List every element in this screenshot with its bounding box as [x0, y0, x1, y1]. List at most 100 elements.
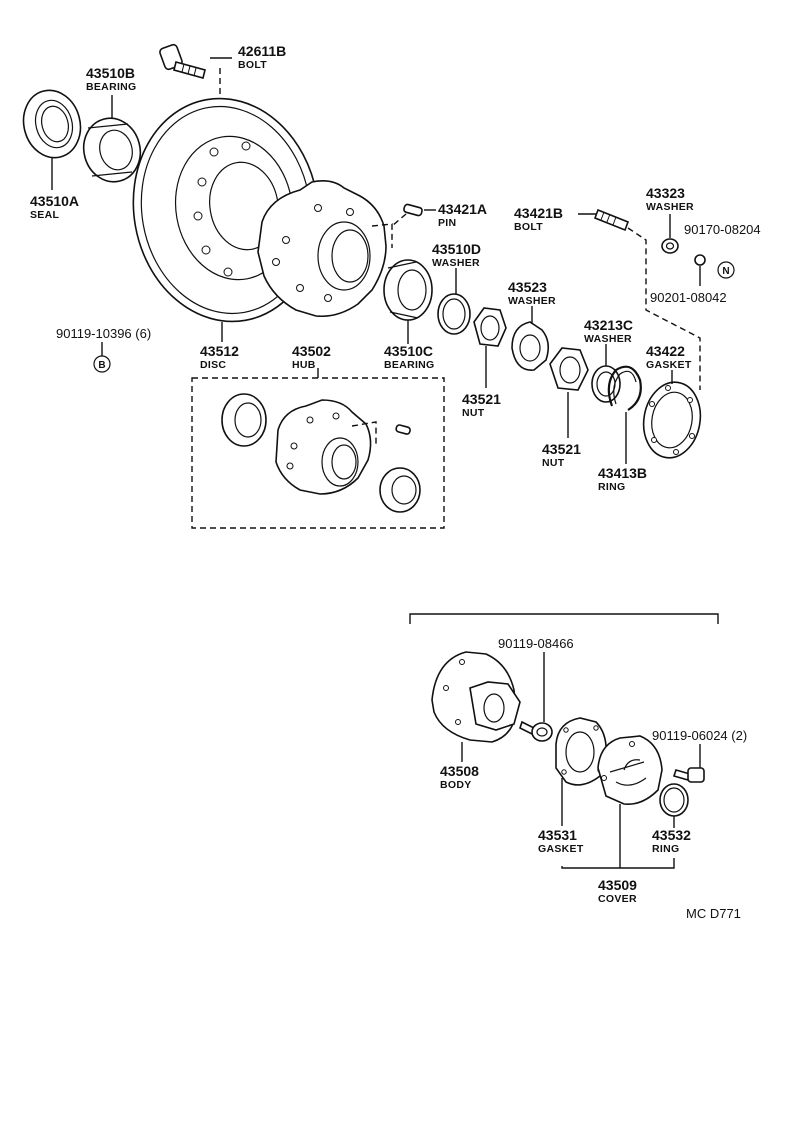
- part-number: 43532: [652, 827, 691, 843]
- part-name: BEARING: [86, 81, 137, 93]
- part-number: 90119-06024 (2): [652, 728, 747, 743]
- ring-43532-drawing: [659, 783, 689, 817]
- part-number: 43421A: [438, 201, 487, 217]
- part-number: 43323: [646, 185, 685, 201]
- part-number: 43510A: [30, 193, 79, 209]
- pin-43421a-drawing: [403, 203, 423, 217]
- label-ring-43532: 43532 RING: [652, 827, 691, 855]
- label-part-90201-08042: 90201-08042: [650, 290, 727, 305]
- part-name: DISC: [200, 359, 226, 371]
- bearing-43510c-drawing: [383, 259, 433, 321]
- part-number: 43413B: [598, 465, 647, 481]
- label-pin-43421a: 43421A PIN: [438, 201, 487, 229]
- part-number: 90119-08466: [498, 636, 574, 651]
- label-bearing-43510b: 43510B BEARING: [86, 65, 137, 93]
- part-number: 43510B: [86, 65, 135, 81]
- part-name: BEARING: [384, 359, 435, 371]
- washer-43323-drawing: [661, 238, 679, 254]
- part-number: 90201-08042: [650, 290, 727, 305]
- ring-43413b-drawing: [607, 365, 642, 411]
- part-number: 43521: [462, 391, 501, 407]
- part-number: 43531: [538, 827, 577, 843]
- part-number: 90119-10396 (6): [56, 326, 151, 341]
- hub-flange-drawing: [257, 180, 387, 318]
- part-name: NUT: [542, 457, 565, 469]
- part-number: 43512: [200, 343, 239, 359]
- label-seal-43510a: 43510A SEAL: [30, 193, 79, 221]
- part-name: WASHER: [646, 201, 694, 213]
- symbol-n: N: [717, 261, 735, 279]
- bolt-90119-08466-drawing: [519, 720, 553, 742]
- label-gasket-43531: 43531 GASKET: [538, 827, 584, 855]
- part-name: RING: [652, 843, 679, 855]
- part-name: WASHER: [432, 257, 480, 269]
- washer-43523-drawing: [511, 321, 550, 371]
- gasket-43422-drawing: [642, 381, 702, 459]
- part-number: 43509: [598, 877, 637, 893]
- label-cover-43509: 43509 COVER: [598, 877, 637, 905]
- label-bearing-43510c: 43510C BEARING: [384, 343, 435, 371]
- part-number: 43422: [646, 343, 685, 359]
- bolt-43421b-drawing: [593, 208, 630, 232]
- label-part-90119-06024: 90119-06024 (2): [652, 728, 747, 743]
- part-number: 43510C: [384, 343, 433, 359]
- part-name: BOLT: [238, 59, 267, 71]
- diagram-code: MC D771: [686, 906, 741, 921]
- symbol-b-label: B: [98, 360, 105, 371]
- cover-bracket: [561, 858, 675, 869]
- part-name: RING: [598, 481, 625, 493]
- cover-43509-drawing: [597, 735, 663, 806]
- label-nut-43521-a: 43521 NUT: [462, 391, 501, 419]
- part-name: GASKET: [646, 359, 692, 371]
- part-name: HUB: [292, 359, 316, 371]
- part-name: SEAL: [30, 209, 59, 221]
- part-name: PIN: [438, 217, 456, 229]
- bolt-42611b-drawing: [159, 43, 206, 79]
- nut-43521-b-drawing: [549, 347, 589, 391]
- label-body-43508: 43508 BODY: [440, 763, 479, 791]
- hub-43502-contents: [221, 393, 421, 513]
- label-part-90119-08466: 90119-08466: [498, 636, 574, 651]
- part-name: NUT: [462, 407, 485, 419]
- part-90201-08042-drawing: [694, 254, 706, 266]
- label-washer-43523: 43523 WASHER: [508, 279, 556, 307]
- part-name: BODY: [440, 779, 472, 791]
- symbol-n-label: N: [722, 266, 729, 277]
- bottom-group-bracket: [409, 613, 719, 624]
- label-part-90119-10396: 90119-10396 (6): [56, 326, 151, 341]
- label-bolt-43421b: 43421B BOLT: [514, 205, 563, 233]
- gasket-43531-drawing: [555, 717, 608, 786]
- part-number: 43521: [542, 441, 581, 457]
- washer-43510d-drawing: [437, 293, 471, 335]
- part-name: BOLT: [514, 221, 543, 233]
- label-nut-43521-b: 43521 NUT: [542, 441, 581, 469]
- label-disc-43512: 43512 DISC: [200, 343, 239, 371]
- label-bolt-42611b: 42611B BOLT: [238, 43, 286, 71]
- label-gasket-43422: 43422 GASKET: [646, 343, 692, 371]
- body-43508-drawing: [431, 651, 521, 743]
- part-name: WASHER: [584, 333, 632, 345]
- part-name: GASKET: [538, 843, 584, 855]
- bolt-90119-06024-drawing: [672, 767, 705, 783]
- part-name: COVER: [598, 893, 637, 905]
- label-washer-43510d: 43510D WASHER: [432, 241, 481, 269]
- label-hub-43502: 43502 HUB: [292, 343, 331, 371]
- part-number: 43510D: [432, 241, 481, 257]
- label-washer-43213c: 43213C WASHER: [584, 317, 633, 345]
- part-number: 90170-08204: [684, 222, 761, 237]
- bearing-43510b-drawing: [82, 117, 142, 183]
- part-number: 42611B: [238, 43, 286, 59]
- label-part-90170-08204: 90170-08204: [684, 222, 761, 237]
- label-washer-43323: 43323 WASHER: [646, 185, 694, 213]
- seal-43510a-drawing: [22, 89, 82, 159]
- label-ring-43413b: 43413B RING: [598, 465, 647, 493]
- part-number: 43421B: [514, 205, 563, 221]
- part-number: 43508: [440, 763, 479, 779]
- nut-43521-a-drawing: [473, 307, 507, 347]
- part-number: 43523: [508, 279, 547, 295]
- symbol-b: B: [93, 355, 111, 373]
- part-number: 43213C: [584, 317, 633, 333]
- part-name: WASHER: [508, 295, 556, 307]
